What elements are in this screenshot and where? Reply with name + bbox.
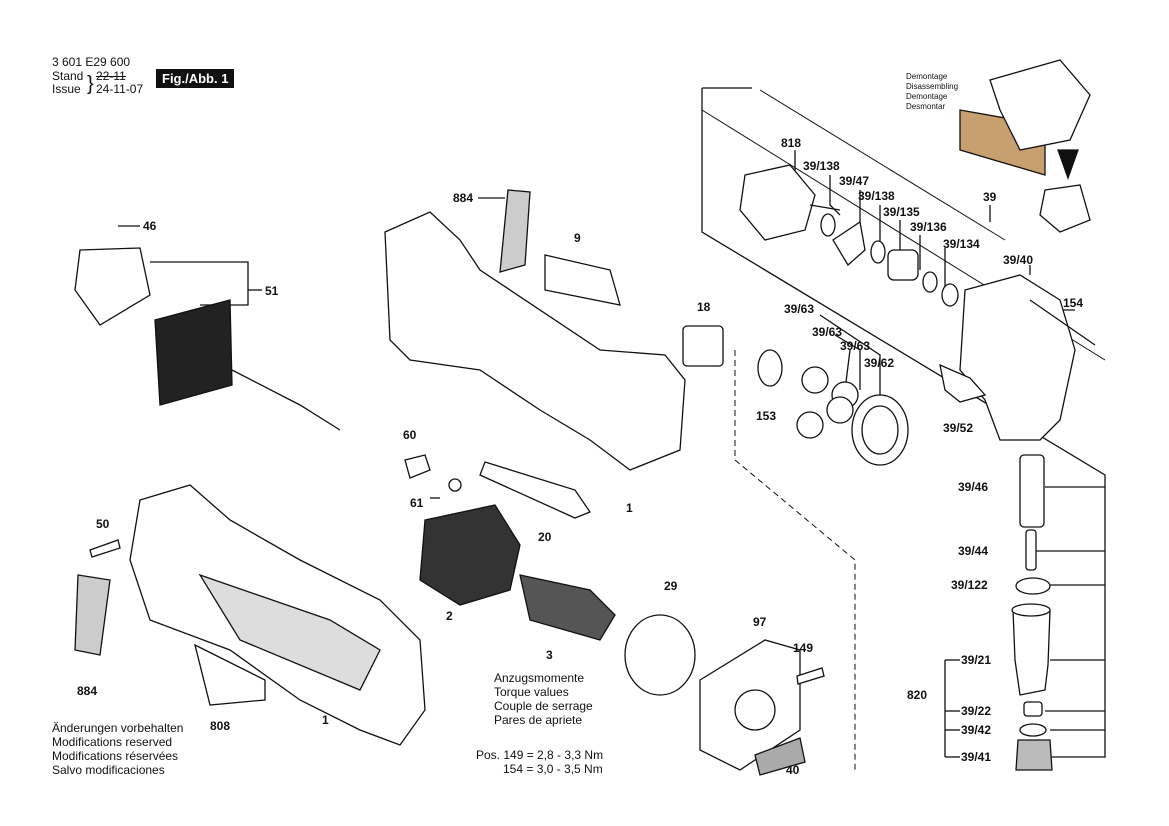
modifications-en: Modifications reserved [52, 735, 173, 749]
modifications-es: Salvo modificaciones [52, 763, 165, 777]
part-label-1-upper: 1 [626, 501, 633, 515]
part-label-39-135: 39/135 [883, 205, 920, 219]
part-label-39-138-b: 39/138 [858, 189, 895, 203]
part-label-39-21: 39/21 [961, 653, 992, 667]
torque-title-de: Anzugsmomente [494, 671, 585, 685]
part-label-39-44: 39/44 [958, 544, 989, 558]
rotor-3 [519, 574, 616, 641]
part-label-18: 18 [697, 300, 711, 314]
modifications-de: Änderungen vorbehalten [52, 721, 184, 735]
part-label-39-138-a: 39/138 [803, 159, 840, 173]
part-label-40: 40 [786, 763, 800, 777]
brace-icon: } [87, 73, 94, 95]
part-label-39-47: 39/47 [839, 174, 870, 188]
stand-date: 22-11 [96, 69, 126, 83]
modifications-fr: Modifications réservées [52, 749, 179, 763]
fan-guard-29 [624, 614, 696, 696]
o-ring-39-122 [1015, 577, 1051, 595]
disassembly-fr: Demontage [906, 92, 948, 101]
gear-head-39-40 [959, 274, 1076, 441]
part-label-39-62: 39/62 [864, 356, 895, 370]
part-label-39-136: 39/136 [910, 220, 947, 234]
bearing-818 [739, 164, 816, 241]
part-label-39-22: 39/22 [961, 704, 992, 718]
part-label-818: 818 [781, 136, 802, 150]
issue-date: 24-11-07 [96, 82, 144, 96]
part-label-808: 808 [210, 719, 231, 733]
part-label-50: 50 [96, 517, 110, 531]
part-label-51: 51 [265, 284, 279, 298]
disassembly-en: Disassembling [906, 82, 959, 91]
part-label-3: 3 [546, 648, 553, 662]
part-label-97: 97 [753, 615, 767, 629]
part-label-39-42: 39/42 [961, 723, 992, 737]
collet-nut-39-41 [1015, 739, 1053, 771]
stand-label: Stand [52, 69, 84, 83]
collet-chuck-39-21 [1012, 609, 1051, 696]
part-label-61: 61 [410, 496, 424, 510]
part-label-39-63-a: 39/63 [784, 302, 815, 316]
gear-39-63 [801, 366, 829, 394]
disassembly-de: Demontage [906, 72, 948, 81]
part-label-39-46: 39/46 [958, 480, 989, 494]
issue-label: Issue [52, 82, 81, 96]
part-label-820: 820 [907, 688, 928, 702]
grip-884-bottom [74, 574, 111, 656]
part-label-39-122: 39/122 [951, 578, 988, 592]
spindle-39-46 [1019, 454, 1045, 528]
part-label-1-lower: 1 [322, 713, 329, 727]
part-label-39-63-c: 39/63 [840, 339, 871, 353]
part-label-884-bottom: 884 [77, 684, 98, 698]
part-label-29: 29 [664, 579, 678, 593]
stator-2 [419, 504, 521, 606]
part-label-39-134: 39/134 [943, 237, 980, 251]
part-label-39-40: 39/40 [1003, 253, 1034, 267]
torque-title-fr: Couple de serrage [494, 699, 593, 713]
part-label-2: 2 [446, 609, 453, 623]
washer-153 [757, 349, 783, 387]
switch-assembly-51 [154, 299, 233, 406]
document-number: 3 601 E29 600 [52, 55, 131, 69]
part-label-149: 149 [793, 641, 814, 655]
torque-title-en: Torque values [494, 685, 569, 699]
disassembly-es: Desmontar [906, 102, 946, 111]
part-label-153: 153 [756, 409, 777, 423]
housing-upper-1 [384, 211, 686, 471]
part-label-60: 60 [403, 428, 417, 442]
part-label-20: 20 [538, 530, 552, 544]
part-label-46: 46 [143, 219, 157, 233]
part-label-884-top: 884 [453, 191, 474, 205]
part-label-154: 154 [1063, 296, 1084, 310]
grip-884-top [499, 189, 531, 273]
torque-line-154: 154 = 3,0 - 3,5 Nm [503, 762, 603, 776]
group-bracket-39 [701, 88, 1106, 758]
part-label-39-41: 39/41 [961, 750, 992, 764]
part-label-39-52: 39/52 [943, 421, 974, 435]
torque-line-149: Pos. 149 = 2,8 - 3,3 Nm [476, 748, 604, 762]
part-label-9: 9 [574, 231, 581, 245]
part-label-39-63-b: 39/63 [812, 325, 843, 339]
part-label-39: 39 [983, 190, 997, 204]
torque-title-es: Pares de apriete [494, 713, 583, 727]
figure-label: Fig./Abb. 1 [156, 69, 235, 88]
